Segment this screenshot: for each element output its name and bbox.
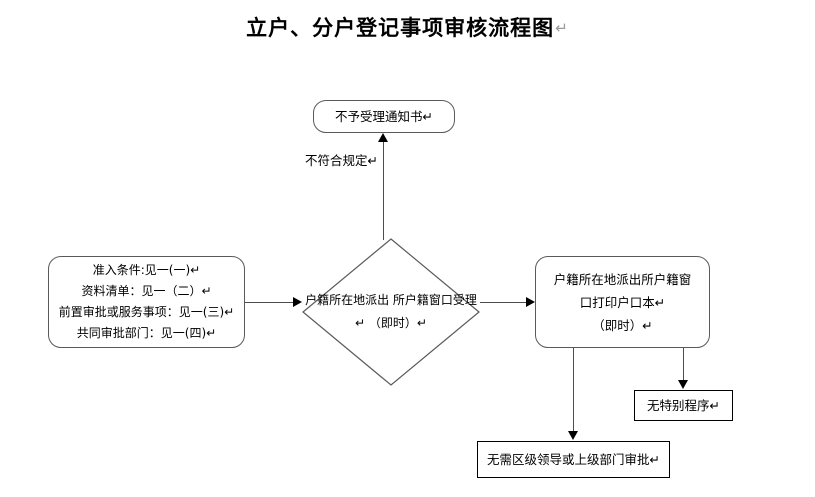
node-decision-accept[interactable]: 户籍所在地派出 所户籍窗口受理↵ （即时）↵ xyxy=(302,238,480,386)
node-text-line: 户籍所在地派出 xyxy=(305,293,390,307)
node-print-booklet[interactable]: 户籍所在地派出所户籍窗 口打印户口本↵ （即时）↵ xyxy=(535,256,710,348)
node-no-special-procedure[interactable]: 无特别程序↵ xyxy=(634,390,733,421)
node-no-approval-needed[interactable]: 无需区级领导或上级部门审批↵ xyxy=(477,441,670,478)
page-title-text: 立户、分户登记事项审核流程图 xyxy=(246,15,555,40)
connector-print-to-no-approval-arrowhead xyxy=(568,431,578,440)
node-text-line: 准入条件:见一(一)↵ xyxy=(92,263,201,277)
node-text-line: 无需区级领导或上级部门审批↵ xyxy=(487,451,660,467)
connector-entry-to-decision-arrowhead xyxy=(293,297,302,307)
connector-decision-to-print-arrowhead xyxy=(526,297,535,307)
node-text-line: 资料清单：见一（二）↵ xyxy=(81,284,212,298)
connector-print-to-no-special-arrowhead xyxy=(678,380,688,389)
node-text-line: （即时）↵ xyxy=(368,316,427,330)
connector-entry-to-decision-line xyxy=(245,302,295,303)
node-decision-accept-text: 户籍所在地派出 所户籍窗口受理↵ （即时）↵ xyxy=(302,238,480,386)
node-text-line: 前置审批或服务事项：见一(三)↵ xyxy=(58,305,235,319)
diamond-shape-icon xyxy=(302,238,480,386)
label-non-conforming: 不符合规定↵ xyxy=(305,153,378,168)
node-no-approval-needed-text: 无需区级领导或上级部门审批↵ xyxy=(478,450,669,470)
node-entry-conditions[interactable]: 准入条件:见一(一)↵ 资料清单：见一（二）↵ 前置审批或服务事项：见一(三)↵… xyxy=(48,256,245,348)
node-text-line: 无特别程序↵ xyxy=(647,397,720,413)
node-text-line: 所户籍窗口受理↵ xyxy=(355,293,477,330)
node-text-line: 不予受理通知书↵ xyxy=(335,108,433,124)
connector-print-to-no-approval-line xyxy=(573,348,574,432)
node-no-special-procedure-text: 无特别程序↵ xyxy=(635,396,732,416)
connector-decision-to-reject-line xyxy=(383,142,384,240)
node-text-line: 户籍所在地派出所户籍窗 xyxy=(553,271,692,287)
node-text-line: 共同审批部门：见一(四)↵ xyxy=(76,326,217,340)
node-entry-conditions-text: 准入条件:见一(一)↵ 资料清单：见一（二）↵ 前置审批或服务事项：见一(三)↵… xyxy=(49,260,244,344)
connector-print-to-no-special-line xyxy=(683,348,684,381)
node-text-line: （即时）↵ xyxy=(592,317,653,333)
node-reject-notice-text: 不予受理通知书↵ xyxy=(314,107,454,127)
connector-decision-to-reject-arrowhead xyxy=(378,133,388,142)
node-reject-notice[interactable]: 不予受理通知书↵ xyxy=(313,100,455,133)
node-print-booklet-text: 户籍所在地派出所户籍窗 口打印户口本↵ （即时）↵ xyxy=(536,268,709,337)
page-title: 立户、分户登记事项审核流程图↵ xyxy=(0,12,815,42)
connector-decision-to-print-line xyxy=(480,302,528,303)
node-text-line: 口打印户口本↵ xyxy=(579,294,666,310)
paragraph-mark-icon: ↵ xyxy=(555,19,569,38)
